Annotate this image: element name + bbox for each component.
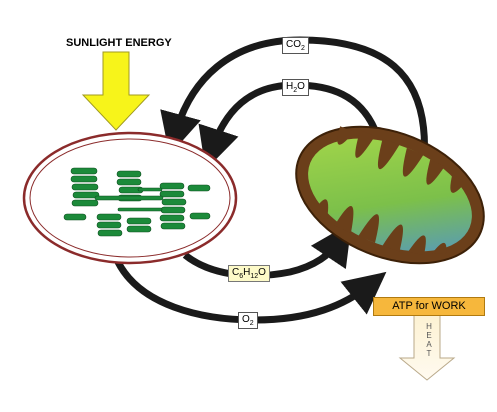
thylakoids <box>63 167 211 237</box>
sunlight-arrow <box>81 51 151 131</box>
chloroplast <box>22 131 238 265</box>
mitochondrion <box>295 125 485 265</box>
atp-for-work-label: ATP for WORK <box>373 297 485 316</box>
o2-label: O2 <box>238 312 258 329</box>
sunlight-energy-label: SUNLIGHT ENERGY <box>66 37 172 49</box>
h2o-label: H2O <box>282 79 309 96</box>
heat-arrow <box>398 313 456 381</box>
cristae <box>312 126 465 256</box>
glucose-label: C6H12O <box>228 265 270 282</box>
glucose-arrow <box>182 222 352 280</box>
heat-label: H E A T <box>426 322 432 358</box>
co2-label: CO2 <box>282 37 309 54</box>
